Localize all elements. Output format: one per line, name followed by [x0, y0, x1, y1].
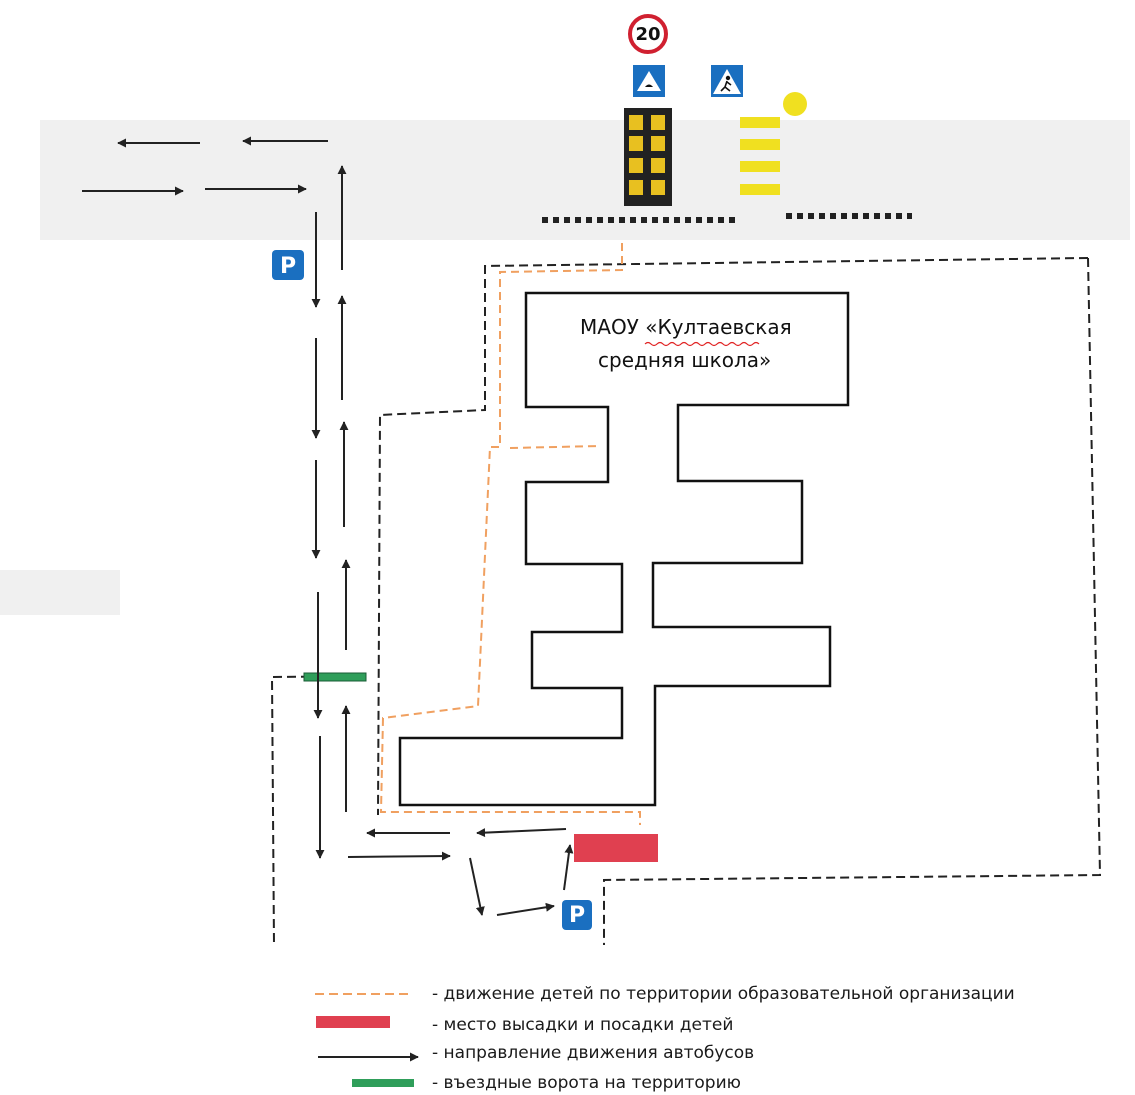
- children-path: [379, 243, 641, 825]
- school-building: [398, 291, 850, 807]
- road-markings: [542, 213, 912, 223]
- legend-dropoff-swatch: [316, 1016, 390, 1028]
- crosswalk-icon: [740, 117, 780, 195]
- traffic-light-icon: [624, 108, 672, 206]
- school-name-line-1: МАОУ «Култаевская: [580, 315, 792, 339]
- bus-arrow: [469, 857, 485, 916]
- school-name-line-2: средняя школа»: [598, 348, 771, 372]
- svg-text:P: P: [280, 254, 296, 279]
- legend: - движение детей по территории образоват…: [315, 984, 1015, 1093]
- svg-text:20: 20: [635, 24, 660, 45]
- spell-underline: [644, 341, 760, 347]
- bus-arrow: [496, 902, 555, 916]
- legend-gate-swatch: [352, 1079, 414, 1087]
- bus-arrow: [476, 828, 567, 838]
- bus-arrow: [563, 844, 574, 891]
- svg-text:P: P: [569, 903, 585, 928]
- yellow-sign-icon: [783, 92, 807, 116]
- pedestrian-crossing-sign-icon: [711, 65, 743, 97]
- speed-limit-sign: 20: [628, 14, 668, 54]
- speed-bump-sign-icon: [633, 65, 665, 97]
- legend-bus-label: - направление движения автобусов: [432, 1043, 754, 1063]
- bus-arrows: [82, 136, 574, 916]
- parking-sign-icon: P: [272, 250, 304, 280]
- legend-dropoff-label: - место высадки и посадки детей: [432, 1015, 733, 1035]
- entrance-gate: [303, 672, 367, 682]
- scan-background: [0, 120, 1130, 615]
- bus-arrow: [347, 851, 451, 861]
- parking-sign-icon: P: [562, 900, 592, 930]
- dropoff-zone: [574, 834, 658, 862]
- legend-gate-label: - въездные ворота на территорию: [432, 1073, 741, 1093]
- legend-children-path-label: - движение детей по территории образоват…: [432, 984, 1015, 1004]
